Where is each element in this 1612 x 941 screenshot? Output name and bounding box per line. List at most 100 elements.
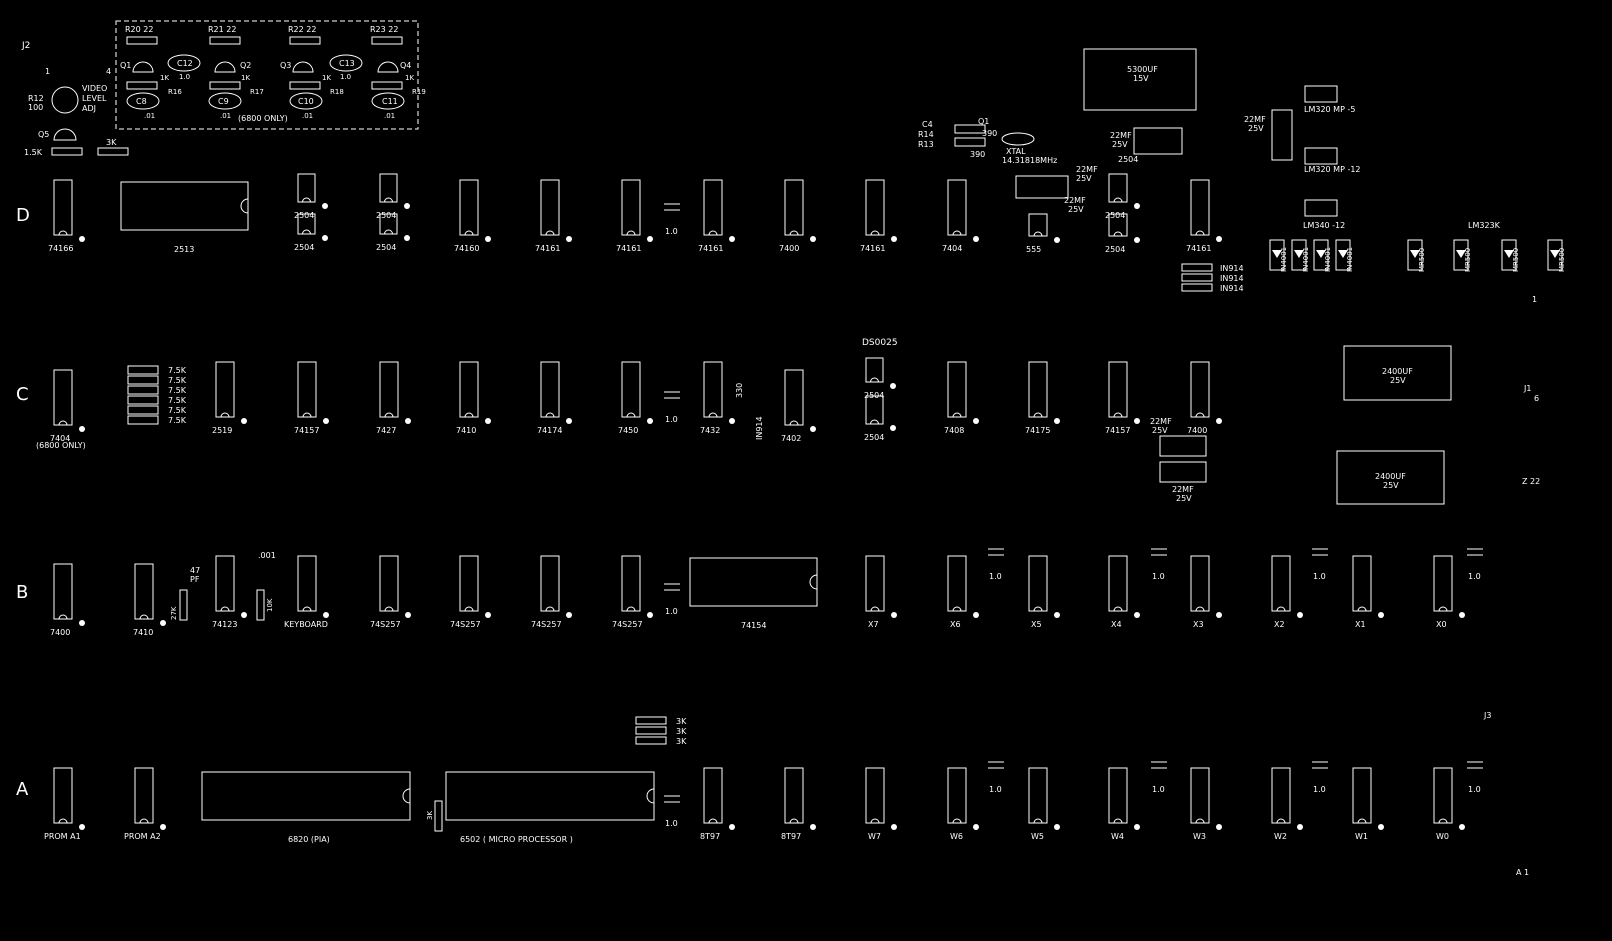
ic-a8t97a-pin1 <box>729 824 735 830</box>
ic-d74161-label: 74161 <box>1186 244 1211 253</box>
ic-d2504b-notch <box>1113 231 1123 237</box>
ic-d5-pin1 <box>485 236 491 242</box>
ic-c1-body <box>53 369 73 426</box>
ic-aw5-notch <box>1276 818 1286 824</box>
ic-b4-notch <box>302 606 312 612</box>
ic-c13-notch <box>1195 412 1205 418</box>
rect-diode-label-4: MR500 <box>1418 248 1426 272</box>
ic-aw7-notch <box>1438 818 1448 824</box>
ic-d2-body <box>120 181 249 231</box>
ic-c2-pin1 <box>241 418 247 424</box>
ic-d6-body <box>540 179 560 236</box>
ic-c12-pin1 <box>1134 418 1140 424</box>
ic-c7402-notch <box>789 420 799 426</box>
ic-bx6-pin1 <box>1378 612 1384 618</box>
ic-a1-label: PROM A1 <box>44 832 81 841</box>
r-7-5k-label-4: 7.5K <box>168 406 187 415</box>
r-7-5k-0 <box>127 365 159 375</box>
video-block: J2 1 4 R12 100 VIDEO LEVEL ADJ Q5 1.5K 3… <box>21 20 426 157</box>
r-1-5k-label: 1.5K <box>24 148 43 157</box>
ic-bx3-notch <box>1113 606 1123 612</box>
cap-2400uf-a-v: 25V <box>1390 376 1406 385</box>
ic-c8-body <box>703 361 723 418</box>
ic-b1-notch <box>58 614 68 620</box>
ic-d8-notch <box>708 230 718 236</box>
ic-a1-pin1 <box>79 824 85 830</box>
ic-a6820-notch <box>402 788 411 804</box>
ic-d2504a-notch <box>1113 197 1123 203</box>
rect-diode-symbol-4 <box>1410 250 1420 258</box>
ic-bx4-label: X3 <box>1193 620 1204 629</box>
ic-a2-notch <box>139 818 149 824</box>
ic-aw4-label: W3 <box>1193 832 1206 841</box>
r17-label: R17 <box>250 88 264 96</box>
ic-c2504b-body <box>865 395 884 425</box>
ic-aw6-label: W1 <box>1355 832 1368 841</box>
ic-d4b-pin1 <box>404 235 410 241</box>
ds0025-label: DS0025 <box>862 338 898 348</box>
cap-22mf-a: 22MF <box>1244 115 1266 124</box>
ic-c2504b-pin1 <box>890 425 896 431</box>
r-27k: 27K <box>170 606 178 620</box>
ic-c11-notch <box>1033 412 1043 418</box>
ic-aw4-pin1 <box>1216 824 1222 830</box>
c8-label: C8 <box>136 97 147 106</box>
ic-d7-notch <box>626 230 636 236</box>
row-a-extras: 3K 3K 3K 3K J3 A 1 <box>426 711 1529 877</box>
pot-label-adj: ADJ <box>82 104 96 113</box>
ic-c4-pin1 <box>405 418 411 424</box>
ic-d5-body <box>459 179 479 236</box>
r-390-b: 390 <box>970 150 985 159</box>
q5-transistor <box>53 128 77 141</box>
cap-01-d: .01 <box>384 112 395 120</box>
ic-aw3-body <box>1108 767 1128 824</box>
ic-d3a-notch <box>302 197 311 203</box>
j3-label: J3 <box>1483 711 1491 720</box>
ic-c3-label: 74157 <box>294 426 319 435</box>
ic-c7-notch <box>626 412 636 418</box>
ic-aw0-pin1 <box>891 824 897 830</box>
ic-bx4-body <box>1190 555 1210 612</box>
ic-c11-pin1 <box>1054 418 1060 424</box>
cap-5300uf <box>1083 48 1197 111</box>
ic-d2-notch <box>240 198 249 214</box>
diode-in914-b: IN914 <box>1220 274 1244 283</box>
ic-d5-notch <box>464 230 474 236</box>
ic-bx2-notch <box>1033 606 1043 612</box>
ic-b6-notch <box>464 606 474 612</box>
ic-d74161-pin1 <box>1216 236 1222 242</box>
ic-2504-top: 2504 <box>1118 155 1138 164</box>
ic-c2-body <box>215 361 235 418</box>
ic-d2504b-body <box>1108 213 1128 237</box>
xtal-can <box>1001 132 1035 146</box>
rect-diode-1 <box>1291 239 1307 271</box>
ic-c6-notch <box>545 412 555 418</box>
j2-label: J2 <box>21 41 30 51</box>
ic-bx2-body <box>1028 555 1048 612</box>
ic-aw7-label: W0 <box>1436 832 1449 841</box>
ic-c7-body <box>621 361 641 418</box>
ic-d8-body <box>703 179 723 236</box>
ic-b8-label: 74S257 <box>612 620 643 629</box>
ic-bx7-label: X0 <box>1436 620 1447 629</box>
ic-a1-body <box>53 767 73 824</box>
ic-aw2-notch <box>1033 818 1043 824</box>
r13-label: R13 <box>918 140 934 149</box>
ic-d3b-pin1 <box>322 235 328 241</box>
r22-label: R22 22 <box>288 25 316 34</box>
cap-22mf-c: 22MF <box>1076 165 1098 174</box>
ic-b74154-body <box>689 557 818 607</box>
ic-b1-pin1 <box>79 620 85 626</box>
cap-aw3-value: 1.0 <box>1468 785 1481 794</box>
ic-d3b-notch <box>302 229 311 235</box>
ic-aw6-body <box>1352 767 1372 824</box>
ic-c12-notch <box>1113 412 1123 418</box>
q5-label: Q5 <box>38 130 49 139</box>
ic-c1-note: (6800 ONLY) <box>36 441 86 450</box>
cap-bx1-value: 1.0 <box>1152 572 1165 581</box>
ic-c13-body <box>1190 361 1210 418</box>
ic-d9-notch <box>789 230 799 236</box>
ic-bx1-pin1 <box>973 612 979 618</box>
